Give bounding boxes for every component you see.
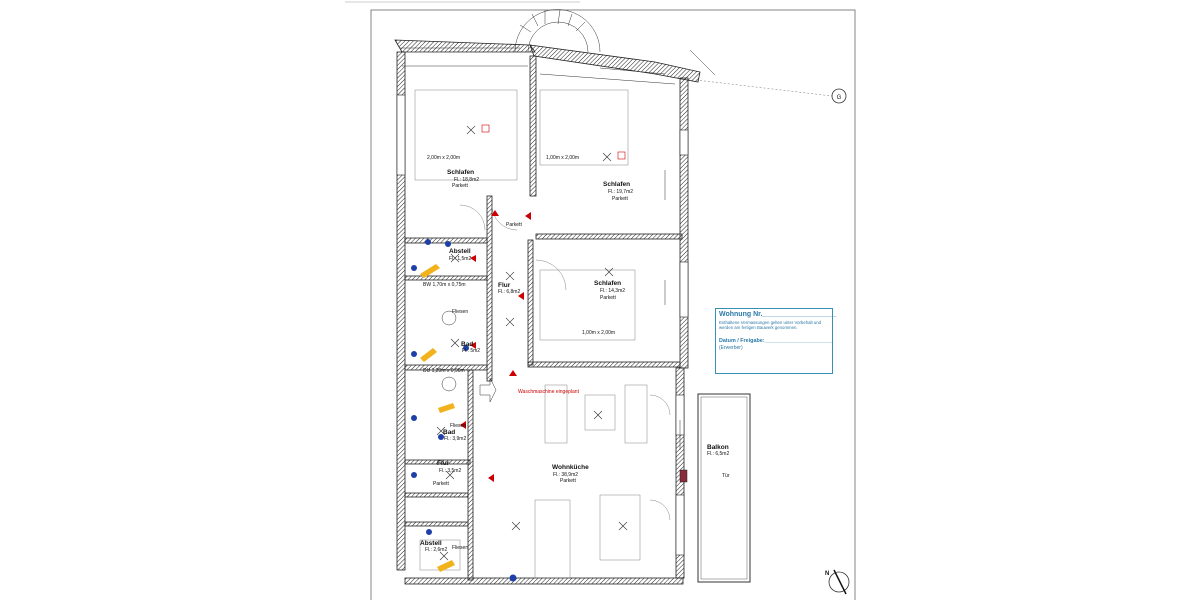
bed-size: 1,00m x 2,00m (582, 330, 615, 336)
room-area: Fl.: 5m2 (462, 348, 480, 354)
axis-label: G (837, 95, 842, 101)
room-area: Fl.: 6,8m2 (498, 289, 520, 295)
room-floor: Parkett (506, 222, 522, 228)
room-floor: Parkett (600, 295, 616, 301)
room-name: Balkon (707, 444, 729, 451)
room-area: Fl.: 3,5m2 (439, 468, 461, 474)
room-flur-1: Flur Fl.: 6,8m2 Parkett (498, 222, 522, 295)
bathtub-size: BW 1,70m x 0,75m (423, 282, 466, 288)
room-bad-2: Bad Fl.: 3,9m2 Fliesen DU 1,20m x 0,90m (423, 368, 466, 442)
installation-symbols (411, 239, 517, 582)
room-floor: Parkett (452, 183, 468, 189)
door-note: Tür (722, 473, 730, 479)
room-name: Bad (443, 429, 455, 436)
red-markers (460, 124, 626, 482)
bed-size: 1,00m x 2,00m (546, 155, 579, 161)
balcony (697, 393, 751, 583)
room-floor: Fliesen (452, 309, 468, 315)
bed-size: 2,00m x 2,00m (427, 155, 460, 161)
room-area: Fl.: 19,7m2 (608, 189, 633, 195)
entrance-door (479, 377, 497, 403)
ceiling-light-marks (436, 125, 628, 561)
shower-size: DU 1,20m x 0,90m (423, 368, 465, 374)
room-name: Abstell (420, 540, 442, 547)
washing-machine-note: Waschmaschine eingeplant (518, 389, 580, 395)
room-name: Schlafen (447, 169, 474, 176)
room-name: Flur (437, 460, 450, 467)
room-name: Bad (461, 341, 473, 348)
room-floor: Fliesen (452, 545, 468, 551)
svg-text:N: N (825, 571, 829, 577)
axis-g-marker: G (831, 88, 847, 104)
room-floor: Parkett (433, 481, 449, 487)
room-balkon: Balkon Fl.: 6,5m2 (707, 444, 729, 457)
room-abstell-1: Abstell Fl.: 1,5m2 (449, 248, 471, 262)
room-area: Fl.: 2,6m2 (425, 547, 447, 553)
stamp-title: Wohnung Nr.___________________ (719, 311, 837, 318)
room-name: Wohnküche (552, 464, 589, 471)
room-name: Abstell (449, 248, 471, 255)
room-schlafen-1: Schlafen Fl.: 18,8m2 Parkett 2,00m x 2,0… (427, 155, 479, 189)
room-area: Fl.: 6,5m2 (707, 451, 729, 457)
room-name: Schlafen (603, 181, 630, 188)
room-area: Fl.: 14,3m2 (600, 288, 625, 294)
dimension-lines (400, 47, 833, 450)
furniture (414, 89, 671, 579)
spiral-stair (514, 9, 601, 53)
room-area: Fl.: 1,5m2 (449, 256, 471, 262)
stamp-note: Enthaltene Vermassungen gelten unter Vor… (719, 320, 822, 330)
sheet-border (370, 9, 856, 600)
room-wohnkueche: Wohnküche Fl.: 38,9m2 Parkett (552, 464, 589, 484)
stamp-buyer: (Erwerber) (719, 345, 743, 351)
room-bad-1: Bad Fl.: 5m2 Fliesen BW 1,70m x 0,75m (423, 282, 480, 354)
stamp-date: Datum / Freigabe:_______________________ (719, 338, 834, 344)
room-name: Flur (498, 282, 511, 289)
room-flur-2: Flur Fl.: 3,5m2 Parkett (433, 460, 461, 487)
room-floor: Fliesen (450, 423, 466, 429)
north-arrow: N (825, 569, 850, 595)
room-area: Fl.: 3,9m2 (444, 436, 466, 442)
apartment-stamp: Wohnung Nr.___________________ Enthalten… (715, 308, 837, 374)
room-schlafen-3: Schlafen Fl.: 14,3m2 Parkett 1,00m x 2,0… (582, 280, 625, 336)
room-abstell-2: Abstell Fl.: 2,6m2 Fliesen (420, 540, 468, 553)
outer-walls (394, 39, 701, 585)
door-marker (679, 469, 688, 483)
room-name: Schlafen (594, 280, 621, 287)
room-schlafen-2: Schlafen Fl.: 19,7m2 Parkett 1,00m x 2,0… (546, 155, 633, 202)
room-area: Fl.: 38,9m2 (553, 472, 578, 478)
room-area: Fl.: 18,8m2 (454, 177, 479, 183)
room-floor: Parkett (560, 478, 576, 484)
room-floor: Parkett (612, 196, 628, 202)
inner-walls (404, 55, 683, 581)
